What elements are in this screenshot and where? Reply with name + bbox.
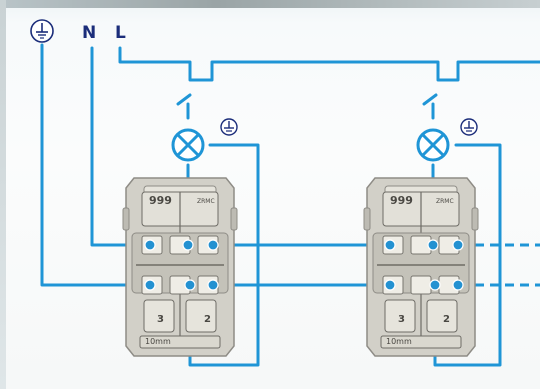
earth-terminal bbox=[30, 19, 54, 43]
module-lug bbox=[230, 207, 238, 231]
module-1-top-right-label: ZRMC bbox=[197, 198, 215, 205]
terminal-dot bbox=[427, 239, 439, 251]
module-2-labels: 999 ZRMC 3 2 10mm bbox=[386, 194, 454, 346]
terminal-dot bbox=[144, 279, 156, 291]
switch1-contact bbox=[176, 93, 192, 106]
module-lug bbox=[471, 207, 479, 231]
module-pocket bbox=[426, 299, 458, 333]
switch-module-2 bbox=[363, 177, 479, 357]
module-1-top-label: 999 bbox=[149, 194, 172, 207]
terminal-dot bbox=[182, 239, 194, 251]
line-label: L bbox=[115, 23, 126, 43]
terminal-dot bbox=[452, 279, 464, 291]
module-2-strip-length: 10mm bbox=[386, 337, 412, 346]
terminal-dot bbox=[207, 279, 219, 291]
terminal-dot bbox=[429, 279, 441, 291]
module-pocket bbox=[143, 299, 175, 333]
terminal-dot bbox=[144, 239, 156, 251]
terminal-dot bbox=[207, 239, 219, 251]
switch-modules bbox=[122, 177, 479, 357]
module-1-strip-length: 10mm bbox=[145, 337, 171, 346]
terminal-clamp bbox=[410, 275, 432, 295]
switch2-contact bbox=[422, 93, 438, 106]
module-2-top-label: 999 bbox=[390, 194, 413, 207]
module-pocket bbox=[185, 299, 217, 333]
terminal-dots bbox=[144, 239, 464, 291]
terminal-dot bbox=[184, 279, 196, 291]
switch-module-1 bbox=[122, 177, 238, 357]
module-1-bottom-left: 3 bbox=[157, 314, 164, 325]
module-lug bbox=[122, 207, 130, 231]
strip-gauge bbox=[380, 335, 462, 349]
lamp-1 bbox=[171, 128, 205, 162]
terminal-dot bbox=[384, 239, 396, 251]
terminal-dot bbox=[384, 279, 396, 291]
module-2-bottom-right: 2 bbox=[443, 314, 450, 325]
earth-wire bbox=[40, 43, 152, 287]
lamp2-earth-icon bbox=[460, 118, 478, 136]
line-wire bbox=[118, 46, 540, 82]
lamp1-earth-icon bbox=[220, 118, 238, 136]
neutral-label: N bbox=[82, 23, 96, 43]
module-1-labels: 999 ZRMC 3 2 10mm bbox=[145, 194, 215, 346]
strip-gauge bbox=[139, 335, 221, 349]
lamp-2 bbox=[416, 128, 450, 162]
module-2-bottom-left: 3 bbox=[398, 314, 405, 325]
terminal-dot bbox=[452, 239, 464, 251]
module-1-bottom-right: 2 bbox=[204, 314, 211, 325]
module-pocket bbox=[384, 299, 416, 333]
module-lug bbox=[363, 207, 371, 231]
module-2-top-right-label: ZRMC bbox=[436, 198, 454, 205]
continuation-wires bbox=[460, 243, 540, 287]
